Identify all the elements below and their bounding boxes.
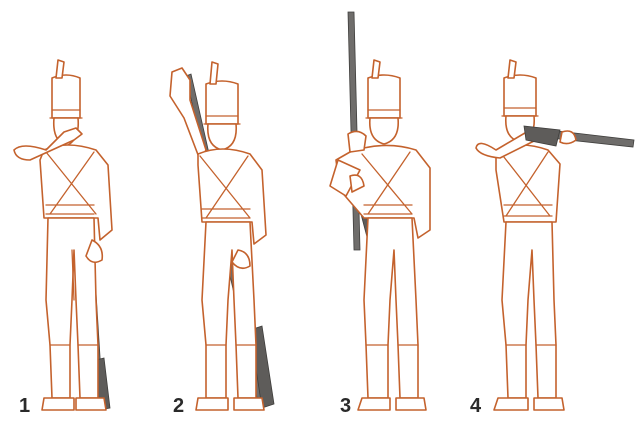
soldier-figure-1: [14, 60, 112, 410]
soldier-figure-2: [170, 62, 274, 410]
soldier-figure-3: [330, 12, 430, 410]
soldier-figure-4: [476, 60, 634, 410]
figure-number-1: 1: [19, 396, 30, 416]
figure-number-4: 4: [470, 396, 481, 416]
figure-number-2: 2: [173, 396, 184, 416]
figure-number-3: 3: [340, 396, 351, 416]
